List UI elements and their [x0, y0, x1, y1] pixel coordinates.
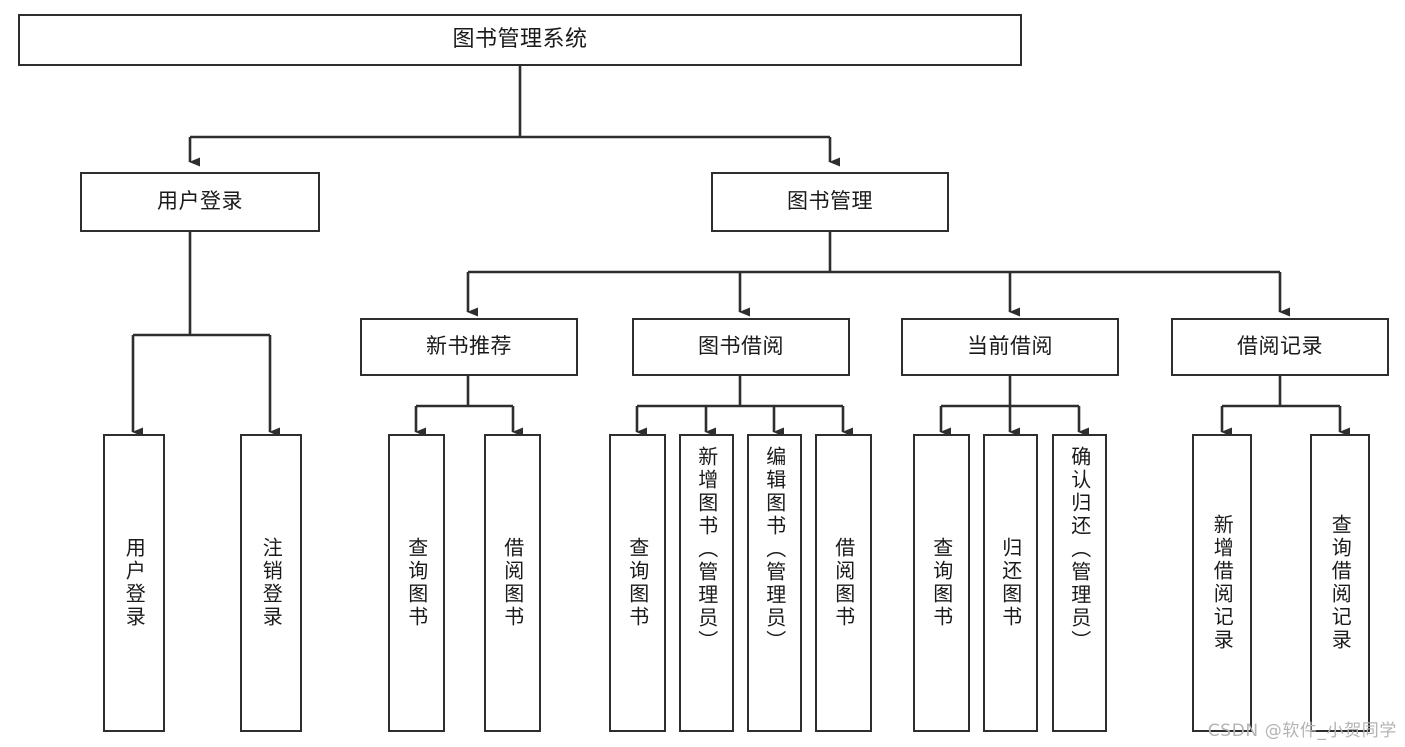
node-leaf-add-book-label: 新增图书（管理员） — [694, 446, 719, 653]
node-leaf-query-record[interactable]: 查询借阅记录 — [1310, 434, 1370, 732]
node-leaf-add-book[interactable]: 新增图书（管理员） — [679, 434, 734, 732]
node-root-label: 图书管理系统 — [452, 26, 588, 52]
node-user-login-label: 用户登录 — [157, 189, 243, 214]
node-leaf-user-logout[interactable]: 注销登录 — [240, 434, 302, 732]
node-leaf-borrow-book-1[interactable]: 借阅图书 — [484, 434, 541, 732]
node-leaf-edit-book[interactable]: 编辑图书（管理员） — [747, 434, 802, 732]
node-new-book-rec-label: 新书推荐 — [426, 334, 512, 359]
node-root[interactable]: 图书管理系统 — [18, 14, 1022, 66]
node-book-manage-label: 图书管理 — [787, 189, 873, 214]
node-leaf-return-book-label: 归还图书 — [998, 537, 1023, 629]
node-leaf-user-login[interactable]: 用户登录 — [103, 434, 165, 732]
node-leaf-confirm-return[interactable]: 确认归还（管理员） — [1052, 434, 1107, 732]
node-leaf-query-book-3-label: 查询图书 — [929, 537, 954, 629]
node-leaf-add-record[interactable]: 新增借阅记录 — [1192, 434, 1252, 732]
node-leaf-confirm-return-label: 确认归还（管理员） — [1067, 446, 1092, 653]
node-leaf-query-book-3[interactable]: 查询图书 — [913, 434, 970, 732]
node-current-borrow-label: 当前借阅 — [967, 334, 1053, 359]
node-book-borrow[interactable]: 图书借阅 — [632, 318, 850, 376]
node-leaf-user-logout-label: 注销登录 — [259, 537, 284, 629]
node-leaf-borrow-book-2[interactable]: 借阅图书 — [815, 434, 872, 732]
node-user-login[interactable]: 用户登录 — [80, 172, 320, 232]
node-leaf-return-book[interactable]: 归还图书 — [983, 434, 1038, 732]
node-leaf-add-record-label: 新增借阅记录 — [1210, 514, 1235, 652]
node-current-borrow[interactable]: 当前借阅 — [901, 318, 1119, 376]
node-leaf-user-login-label: 用户登录 — [122, 537, 147, 629]
node-leaf-query-book-1-label: 查询图书 — [404, 537, 429, 629]
node-leaf-borrow-book-1-label: 借阅图书 — [500, 537, 525, 629]
node-leaf-query-book-2-label: 查询图书 — [625, 537, 650, 629]
node-book-borrow-label: 图书借阅 — [698, 334, 784, 359]
csdn-watermark: CSDN @软件_小贺同学 — [1207, 721, 1397, 741]
node-new-book-rec[interactable]: 新书推荐 — [360, 318, 578, 376]
node-leaf-edit-book-label: 编辑图书（管理员） — [762, 446, 787, 653]
node-leaf-query-book-1[interactable]: 查询图书 — [388, 434, 445, 732]
node-leaf-query-book-2[interactable]: 查询图书 — [609, 434, 666, 732]
node-leaf-borrow-book-2-label: 借阅图书 — [831, 537, 856, 629]
node-leaf-query-record-label: 查询借阅记录 — [1328, 514, 1353, 652]
node-borrow-record-label: 借阅记录 — [1237, 334, 1323, 359]
node-book-manage[interactable]: 图书管理 — [711, 172, 949, 232]
node-borrow-record[interactable]: 借阅记录 — [1171, 318, 1389, 376]
